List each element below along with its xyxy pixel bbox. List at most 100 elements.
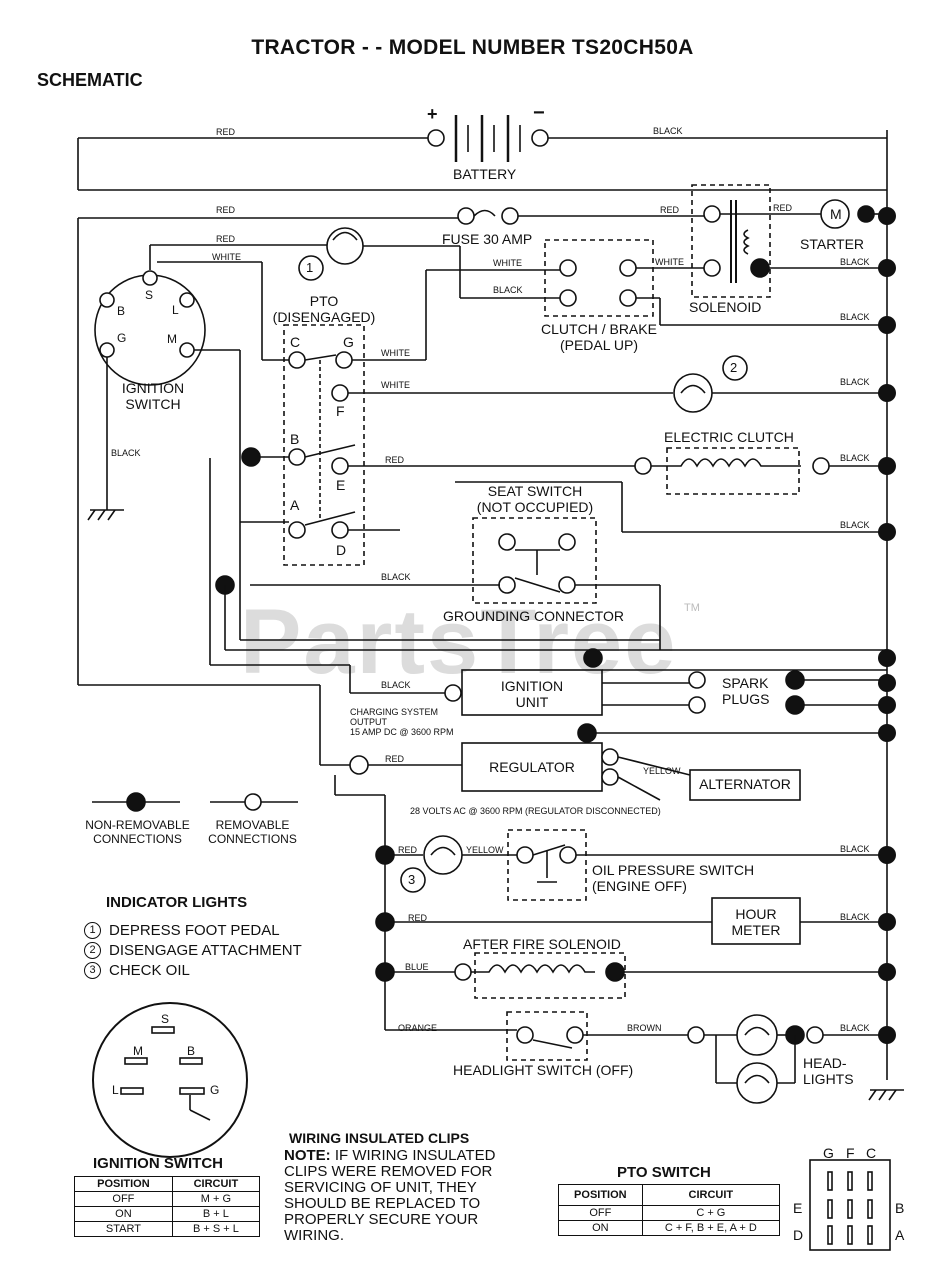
pto-diag-g: G [823, 1145, 834, 1161]
clips-heading: WIRING INSULATED CLIPS [289, 1130, 470, 1146]
wire-brown: BROWN [627, 1023, 662, 1033]
wire-red: RED [216, 127, 236, 137]
regulator-box [461, 742, 603, 792]
wire-yellow: YELLOW [643, 766, 681, 776]
pto-diag-c: C [866, 1145, 877, 1161]
ign-terminal-m: M [167, 332, 177, 346]
wire-red: RED [385, 754, 405, 764]
page-title: TRACTOR - - MODEL NUMBER TS20CH50A [251, 36, 694, 59]
ground-bus-connections [878, 207, 896, 1044]
ign-terminal-l: L [172, 303, 179, 317]
after-fire-label: AFTER FIRE SOLENOID [463, 936, 621, 952]
ign-face-s: S [161, 1012, 170, 1026]
wire-black: BLACK [111, 448, 141, 458]
pto-table-heading: PTO SWITCH [617, 1164, 711, 1181]
pto-terminal-b: B [290, 431, 300, 447]
pto-terminal-d: D [336, 542, 347, 558]
watermark: PartsTree [240, 591, 678, 693]
starter-label: STARTER [800, 236, 865, 252]
pto-diag-d: D [793, 1227, 804, 1243]
pto-terminal-c: C [290, 334, 301, 350]
electric-clutch-label: ELECTRIC CLUTCH [664, 429, 794, 445]
pto-terminal-e: E [336, 477, 346, 493]
watermark-tm: TM [684, 602, 700, 614]
ign-terminal-b: B [117, 304, 126, 318]
grounding-connector-label: GROUNDING CONNECTOR [443, 608, 624, 624]
ign-face-g: G [210, 1083, 220, 1097]
headlights-label: HEAD-LIGHTS [803, 1055, 854, 1087]
alternator-label: ALTERNATOR [699, 776, 791, 792]
wire-red: RED [216, 205, 236, 215]
wire-black: BLACK [493, 285, 523, 295]
wire-black: BLACK [840, 520, 870, 530]
fixed-connection [750, 258, 770, 278]
indicator-3-icon: 3 [408, 872, 416, 887]
wire-black: BLACK [381, 680, 411, 690]
wire-red: RED [216, 234, 236, 244]
ign-terminal-g: G [117, 331, 127, 345]
wire-black: BLACK [840, 453, 870, 463]
wire-orange: ORANGE [398, 1023, 438, 1033]
ac-voltage-note: 28 VOLTS AC @ 3600 RPM (REGULATOR DISCON… [410, 806, 661, 816]
ignition-unit-box [461, 669, 603, 716]
wire-white: WHITE [381, 380, 410, 390]
ign-face-l: L [112, 1083, 119, 1097]
wire-black: BLACK [840, 377, 870, 387]
wire-red: RED [398, 845, 418, 855]
battery-label: BATTERY [453, 166, 517, 182]
clips-note: NOTE: IF WIRING INSULATED CLIPS WERE REM… [284, 1147, 496, 1244]
wire-red: RED [660, 205, 680, 215]
battery-symbol [454, 115, 521, 162]
pto-label: PTO(DISENGAGED) [272, 293, 376, 325]
regulator-label: REGULATOR [489, 759, 575, 775]
wire-white: WHITE [381, 348, 410, 358]
wire-white: WHITE [212, 252, 241, 262]
wire-black: BLACK [653, 126, 683, 136]
pto-terminal-a: A [290, 497, 300, 513]
wire-yellow: YELLOW [466, 845, 504, 855]
wire-black: BLACK [840, 844, 870, 854]
ign-face-b: B [187, 1044, 196, 1058]
ign-terminal-s: S [145, 288, 154, 302]
wire-white: WHITE [493, 258, 522, 268]
wire-red: RED [408, 913, 428, 923]
pto-diag-e: E [793, 1200, 803, 1216]
wire-red: RED [773, 203, 793, 213]
wire-blue: BLUE [405, 962, 429, 972]
wire-black: BLACK [840, 912, 870, 922]
indicator-2-icon: 2 [730, 360, 738, 375]
ign-face-m: M [133, 1044, 143, 1058]
wire-black: BLACK [840, 1023, 870, 1033]
headlight-switch-label: HEADLIGHT SWITCH (OFF) [453, 1062, 634, 1078]
ignition-table-heading: IGNITION SWITCH [93, 1155, 223, 1172]
ignition-switch-face [92, 1002, 248, 1158]
wire-red: RED [385, 455, 405, 465]
oil-pressure-label: OIL PRESSURE SWITCH(ENGINE OFF) [592, 862, 755, 894]
wire-black: BLACK [840, 312, 870, 322]
seat-switch-label: SEAT SWITCH(NOT OCCUPIED) [476, 483, 594, 515]
section-title: SCHEMATIC [37, 70, 143, 90]
battery-minus: − [533, 102, 545, 124]
pto-diag-b: B [895, 1200, 905, 1216]
hour-meter-box [711, 897, 801, 945]
solenoid-label: SOLENOID [689, 299, 762, 315]
